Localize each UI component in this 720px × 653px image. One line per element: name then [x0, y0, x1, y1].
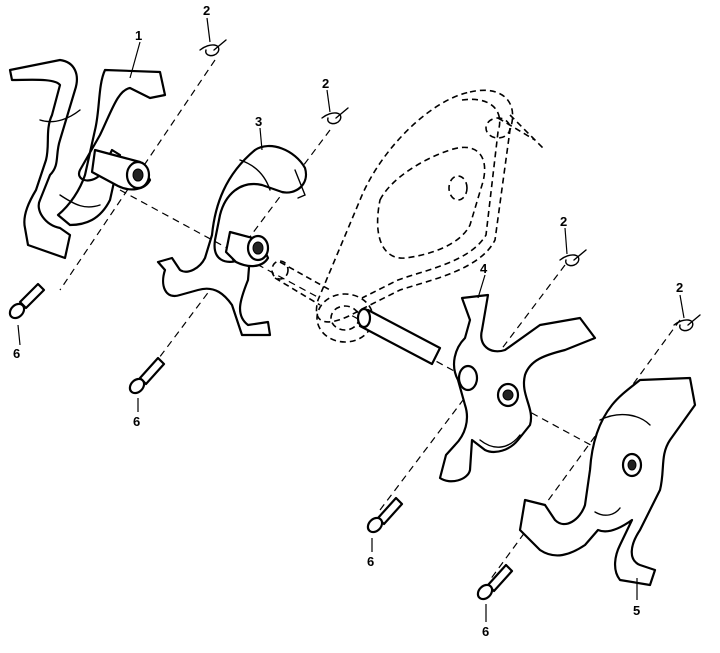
- tine-part-1: [8, 58, 167, 260]
- callout-6a: 6: [13, 346, 20, 361]
- bolt-6c: [366, 496, 404, 534]
- clip-2d: [673, 314, 701, 332]
- axle-shaft: [356, 307, 442, 366]
- clip-2b: [321, 107, 349, 125]
- clip-2a: [199, 39, 227, 57]
- callout-6c: 6: [367, 554, 374, 569]
- callout-2d: 2: [676, 280, 683, 295]
- callout-3: 3: [255, 114, 262, 129]
- callout-2a: 2: [203, 3, 210, 18]
- callout-6b: 6: [133, 414, 140, 429]
- callout-2b: 2: [322, 76, 329, 91]
- bolt-6b: [128, 356, 166, 395]
- callout-labels: 1 2 2 2 2 3 4 5 6 6 6 6: [13, 3, 683, 639]
- tine-part-5: [518, 376, 697, 587]
- callout-6d: 6: [482, 624, 489, 639]
- clip-2c: [559, 249, 587, 267]
- chain-case-ghost: [271, 89, 546, 343]
- callout-5: 5: [633, 603, 640, 618]
- tine-part-4: [438, 293, 597, 483]
- tine-part-3: [156, 145, 308, 337]
- bolt-6d: [476, 563, 514, 601]
- callout-2c: 2: [560, 214, 567, 229]
- leader-lines: [17, 17, 685, 622]
- callout-4: 4: [480, 261, 488, 276]
- bolt-6a: [8, 282, 46, 320]
- callout-1: 1: [135, 28, 142, 43]
